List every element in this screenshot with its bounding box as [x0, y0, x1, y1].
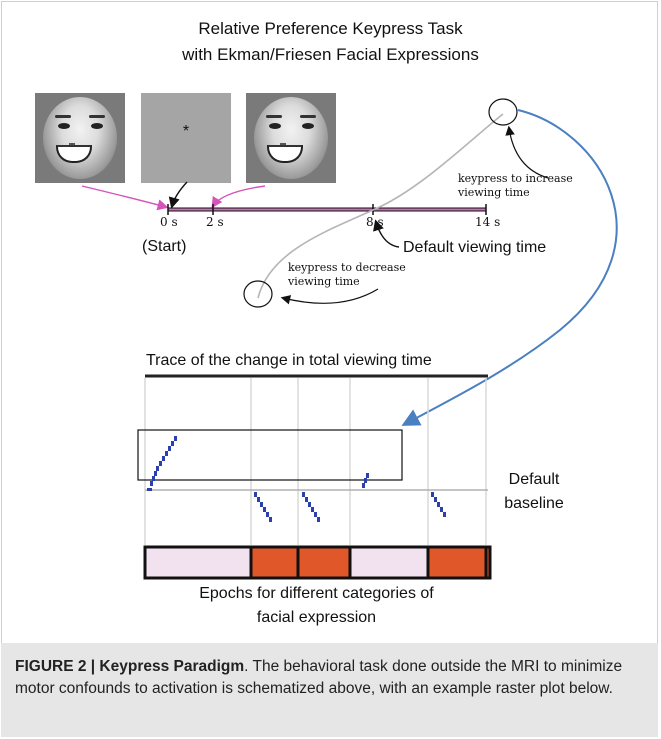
caption-text: . The behavioral task done outside the M… — [15, 658, 623, 697]
fixation-screen: * — [141, 93, 231, 183]
keypress-trace — [147, 436, 446, 522]
increase-circle — [488, 98, 518, 126]
timeline-bar — [168, 208, 486, 211]
face-stimulus-icon — [35, 93, 125, 183]
decrease-circle — [243, 280, 273, 308]
epochs-label-line1: Epochs for different categories of — [199, 585, 434, 602]
fixation-star-icon: * — [182, 123, 190, 140]
increase-annotation-line1: keypress to increase — [458, 172, 573, 185]
baseline-label-line1: Default — [508, 471, 560, 488]
figure-title-line2: with Ekman/Friesen Facial Expressions — [182, 45, 479, 64]
tick-2s: 2 s — [206, 215, 224, 229]
raster-epoch-dividers — [144, 378, 487, 545]
tick-8s: 8 s — [366, 215, 384, 229]
decrease-annotation-line1: keypress to decrease — [288, 261, 406, 274]
epoch-segment — [348, 545, 430, 580]
caption-box — [1, 643, 658, 737]
epoch-segment — [296, 545, 352, 580]
zoom-box — [137, 429, 403, 481]
epoch-bar — [143, 545, 492, 580]
face-stimulus-icon — [246, 93, 336, 183]
zoom-arrow — [401, 109, 618, 426]
default-viewing-label: Default viewing time — [403, 239, 547, 256]
baseline-label: Default baseline — [498, 468, 570, 516]
epoch-segment — [249, 545, 300, 580]
epoch-segment — [484, 545, 492, 580]
figure-title-line1: Relative Preference Keypress Task — [198, 19, 463, 38]
trajectory-curve — [257, 113, 504, 299]
fixation-arrow — [168, 181, 188, 209]
raster-title: Trace of the change in total viewing tim… — [146, 352, 432, 369]
onset-arrow — [211, 185, 266, 209]
decrease-annotation: keypress to decrease viewing time — [288, 261, 406, 289]
increase-arrow — [505, 125, 549, 179]
decrease-arrow — [280, 288, 379, 305]
epoch-segment — [426, 545, 488, 580]
epoch-segment — [143, 545, 253, 580]
default-arrow — [373, 219, 400, 248]
caption-label: FIGURE 2 | Keypress Paradigm — [15, 658, 245, 675]
baseline-label-line2: baseline — [504, 495, 564, 512]
decrease-annotation-line2: viewing time — [288, 275, 360, 288]
increase-annotation: keypress to increase viewing time — [458, 172, 573, 200]
tick-14s: 14 s — [475, 215, 501, 229]
epochs-label-line2: facial expression — [256, 609, 377, 626]
start-label: (Start) — [142, 238, 187, 255]
onset-arrow — [81, 185, 169, 211]
epochs-label: Epochs for different categories of facia… — [145, 582, 488, 630]
figure-caption: FIGURE 2 | Keypress Paradigm. The behavi… — [15, 656, 647, 700]
increase-annotation-line2: viewing time — [458, 186, 530, 199]
tick-0s: 0 s — [160, 215, 178, 229]
